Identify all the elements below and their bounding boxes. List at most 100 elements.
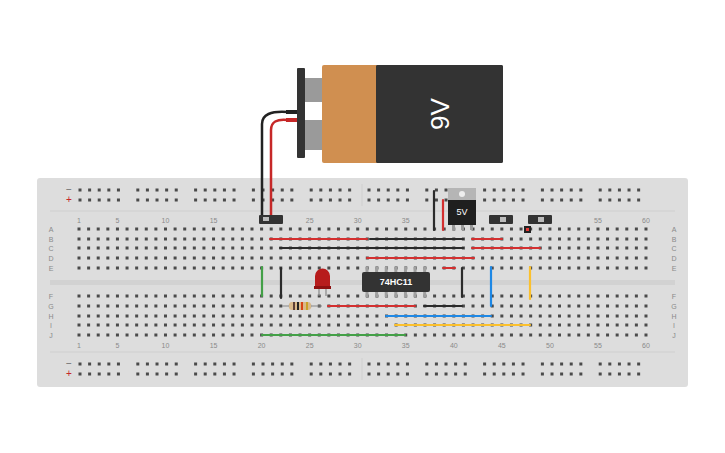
column-number: 50 [546,342,554,349]
hole [625,334,628,337]
row-letter: D [48,255,53,262]
part-label: 9V [427,98,453,130]
hole [522,373,525,376]
hole [625,315,628,318]
hole [136,199,139,202]
hole [193,238,196,241]
hole [339,199,342,202]
chip-pin [385,292,388,297]
hole [608,373,611,376]
hole [126,238,129,241]
hole [425,199,428,202]
hole [510,315,513,318]
hole [231,267,234,270]
hole [570,373,573,376]
hole [522,363,525,366]
rail-split [362,184,363,206]
hole [512,189,515,192]
hole [145,305,148,308]
hole [222,315,225,318]
resistor-band [293,302,295,310]
hole [625,324,628,327]
chip-pin [394,292,397,297]
hole [78,305,81,308]
hole [194,363,197,366]
hole [222,334,225,337]
hole [260,305,263,308]
hole [156,373,159,376]
hole [145,334,148,337]
hole [596,267,599,270]
hole [510,238,513,241]
hole [97,305,100,308]
hole [117,199,120,202]
hole [520,305,523,308]
slide-switch [489,215,513,224]
hole [493,189,496,192]
hole [308,324,311,327]
hole [222,238,225,241]
hole [146,363,149,366]
hole [250,305,253,308]
hole [175,189,178,192]
hole [347,257,350,260]
hole [568,324,571,327]
hole [435,373,438,376]
hole [250,267,253,270]
hole [174,305,177,308]
hole [116,324,119,327]
hole [551,189,554,192]
hole [212,315,215,318]
hole [377,363,380,366]
hole [558,295,561,298]
hole [406,189,409,192]
hole [548,315,551,318]
hole [270,247,273,250]
hole [106,305,109,308]
hole [106,228,109,231]
hole [175,199,178,202]
column-number: 60 [642,342,650,349]
hole [107,363,110,366]
row-letter: A [49,226,54,233]
hole [368,199,371,202]
hole [252,373,255,376]
hole [126,334,129,337]
hole [443,334,446,337]
hole [136,373,139,376]
hole [462,334,465,337]
hole [385,324,388,327]
hole [616,295,619,298]
hole [472,295,475,298]
hole [500,257,503,260]
hole [483,199,486,202]
hole [310,189,313,192]
row-letter: C [48,245,53,252]
hole [116,267,119,270]
hole [510,267,513,270]
hole [539,267,542,270]
hole [319,199,322,202]
hole [174,228,177,231]
hole [289,257,292,260]
hole [548,295,551,298]
hole [231,295,234,298]
hole [587,315,590,318]
hole [635,334,638,337]
hole [635,305,638,308]
hole [279,315,282,318]
hole [233,363,236,366]
hole [231,257,234,260]
hole [522,189,525,192]
hole [644,257,647,260]
hole [222,247,225,250]
hole [250,257,253,260]
hole [319,363,322,366]
hole [262,363,265,366]
hole [213,189,216,192]
hole [548,247,551,250]
hole [579,363,582,366]
hole [223,199,226,202]
hole [183,238,186,241]
hole [183,257,186,260]
